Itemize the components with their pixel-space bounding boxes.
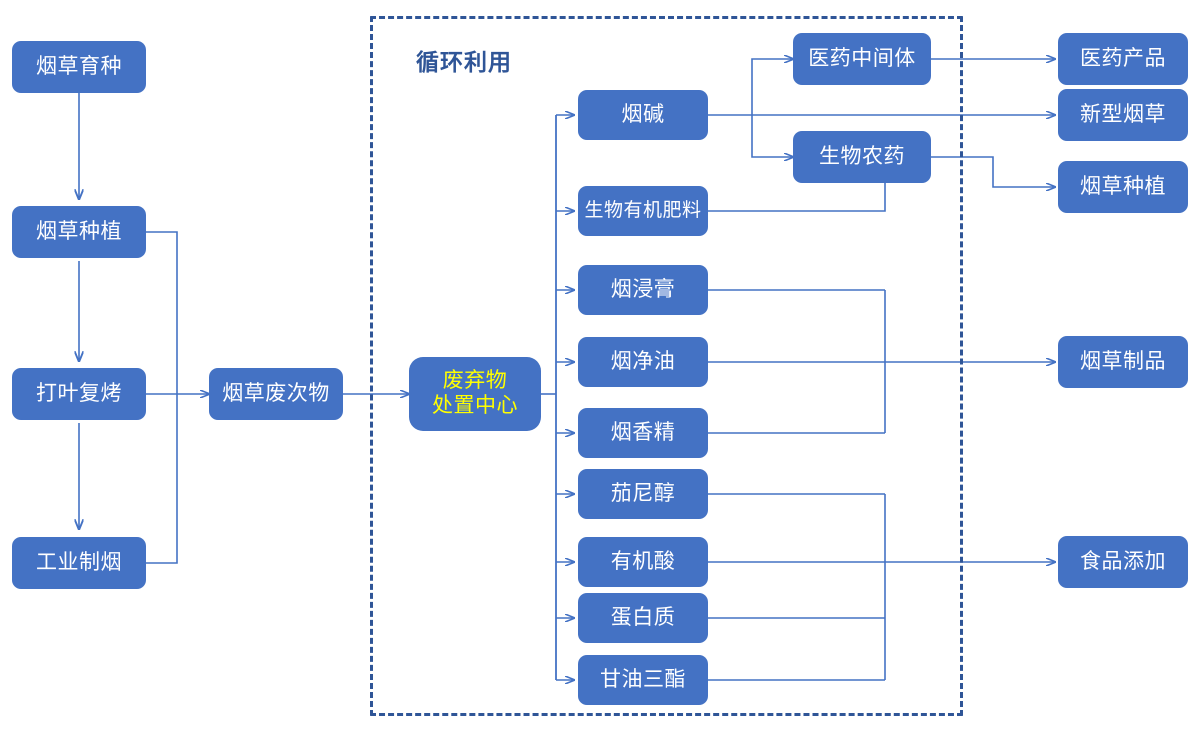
node-output-new-tobacco-label: 新型烟草: [1080, 102, 1166, 126]
node-product-triglyceride-label: 甘油三酯: [600, 667, 686, 691]
recycling-group-box: [370, 16, 963, 716]
node-product-nicotine-label: 烟碱: [621, 102, 665, 126]
node-manufacturing-label: 工业制烟: [36, 550, 122, 574]
node-output-pharma-product-label: 医药产品: [1080, 46, 1166, 70]
node-intermediate-biopesticide[interactable]: 生物农药: [793, 131, 931, 183]
node-product-solanesol[interactable]: 茄尼醇: [578, 469, 708, 519]
node-breeding-label: 烟草育种: [36, 54, 122, 78]
node-output-pharma-product[interactable]: 医药产品: [1058, 33, 1188, 85]
node-waste[interactable]: 烟草废次物: [209, 368, 343, 420]
node-product-protein-label: 蛋白质: [610, 605, 676, 629]
node-product-tobacco-flavor-label: 烟香精: [610, 420, 676, 444]
node-product-tobacco-flavor[interactable]: 烟香精: [578, 408, 708, 458]
node-product-solanesol-label: 茄尼醇: [610, 481, 676, 505]
node-intermediate-biopesticide-label: 生物农药: [819, 144, 905, 168]
node-disposal-center[interactable]: 废弃物 处置中心: [409, 357, 541, 431]
node-intermediate-pharma-intermediate[interactable]: 医药中间体: [793, 33, 931, 85]
node-redrying[interactable]: 打叶复烤: [12, 368, 146, 420]
node-product-protein[interactable]: 蛋白质: [578, 593, 708, 643]
node-waste-label: 烟草废次物: [222, 381, 330, 405]
node-redrying-label: 打叶复烤: [36, 381, 122, 405]
node-breeding[interactable]: 烟草育种: [12, 41, 146, 93]
node-product-bio-organic-fertilizer[interactable]: 生物有机肥料: [578, 186, 708, 236]
node-product-tobacco-clean-oil-label: 烟净油: [610, 349, 676, 373]
node-product-nicotine[interactable]: 烟碱: [578, 90, 708, 140]
node-product-organic-acid-label: 有机酸: [610, 549, 676, 573]
node-product-organic-acid[interactable]: 有机酸: [578, 537, 708, 587]
node-disposal-center-label-1: 废弃物: [442, 369, 508, 393]
node-output-food-additive[interactable]: 食品添加: [1058, 536, 1188, 588]
node-intermediate-pharma-intermediate-label: 医药中间体: [808, 46, 916, 70]
node-output-tobacco-products-label: 烟草制品: [1080, 349, 1166, 373]
node-planting[interactable]: 烟草种植: [12, 206, 146, 258]
node-disposal-center-label-2: 处置中心: [432, 394, 518, 417]
node-product-triglyceride[interactable]: 甘油三酯: [578, 655, 708, 705]
node-product-tobacco-clean-oil[interactable]: 烟净油: [578, 337, 708, 387]
node-product-tobacco-extract-label: 烟浸膏: [610, 277, 676, 301]
node-output-tobacco-planting-label: 烟草种植: [1080, 174, 1166, 198]
node-product-bio-organic-fertilizer-label: 生物有机肥料: [584, 199, 702, 221]
node-output-new-tobacco[interactable]: 新型烟草: [1058, 89, 1188, 141]
recycling-group-title: 循环利用: [416, 49, 512, 75]
node-output-tobacco-products[interactable]: 烟草制品: [1058, 336, 1188, 388]
node-planting-label: 烟草种植: [36, 219, 122, 243]
node-manufacturing[interactable]: 工业制烟: [12, 537, 146, 589]
node-output-tobacco-planting[interactable]: 烟草种植: [1058, 161, 1188, 213]
node-output-food-additive-label: 食品添加: [1080, 549, 1166, 573]
node-product-tobacco-extract[interactable]: 烟浸膏: [578, 265, 708, 315]
